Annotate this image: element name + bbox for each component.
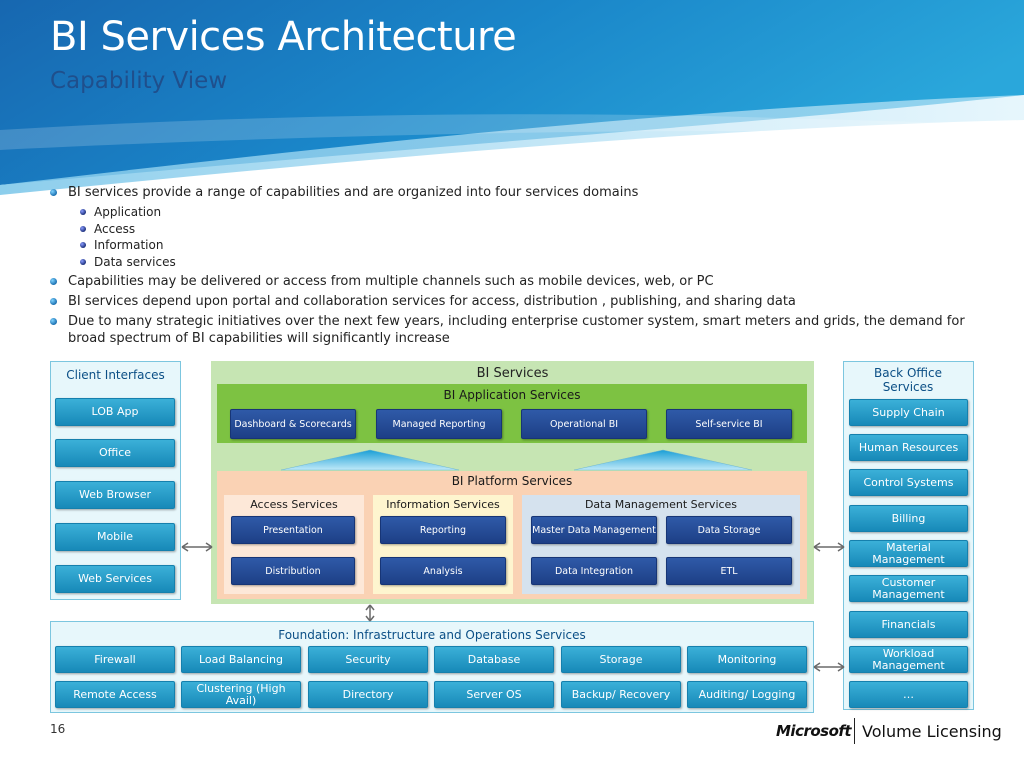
back-office-services-title: Back Office Services xyxy=(874,366,942,394)
sub-bullet-item: Access xyxy=(50,221,980,238)
access-distribution: Distribution xyxy=(231,557,355,585)
client-mobile: Mobile xyxy=(55,523,175,551)
client-interfaces-title: Client Interfaces xyxy=(66,368,165,382)
app-self-service-bi: Self-service BI xyxy=(666,409,792,439)
fnd-server-os: Server OS xyxy=(434,681,554,708)
fnd-backup-recovery: Backup/ Recovery xyxy=(561,681,681,708)
microsoft-logo: Microsoft xyxy=(776,722,852,740)
double-arrow-icon xyxy=(813,542,845,552)
page-number: 16 xyxy=(50,722,66,736)
fnd-storage: Storage xyxy=(561,646,681,673)
bo-more: … xyxy=(849,681,968,708)
bo-human-resources: Human Resources xyxy=(849,434,968,461)
page-subtitle: Capability View xyxy=(50,68,228,94)
dm-data-integration: Data Integration xyxy=(531,557,657,585)
fnd-firewall: Firewall xyxy=(55,646,175,673)
dm-master-data-management: Master Data Management xyxy=(531,516,657,544)
volume-licensing-label: Volume Licensing xyxy=(862,722,1002,741)
client-web-browser: Web Browser xyxy=(55,481,175,509)
bi-application-services-title: BI Application Services xyxy=(443,388,581,402)
sub-bullet-item: Information xyxy=(50,237,980,254)
foundation-panel xyxy=(50,621,814,713)
data-management-services-title: Data Management Services xyxy=(584,498,738,511)
fnd-auditing-logging: Auditing/ Logging xyxy=(687,681,807,708)
information-services-title: Information Services xyxy=(386,498,500,511)
triangle-connector-icon xyxy=(280,449,460,471)
bullet-item: Capabilities may be delivered or access … xyxy=(50,273,980,290)
fnd-load-balancing: Load Balancing xyxy=(181,646,301,673)
info-reporting: Reporting xyxy=(380,516,506,544)
fnd-database: Database xyxy=(434,646,554,673)
client-lob-app: LOB App xyxy=(55,398,175,426)
triangle-connector-icon xyxy=(573,449,753,471)
logo-divider xyxy=(854,718,855,744)
bo-workload-management: Workload Management xyxy=(849,646,968,673)
sub-bullet-item: Data services xyxy=(50,254,980,271)
bullet-item: Due to many strategic initiatives over t… xyxy=(50,313,980,347)
double-arrow-icon xyxy=(181,542,213,552)
header-banner xyxy=(0,0,1024,195)
double-arrow-icon xyxy=(813,662,845,672)
vertical-double-arrow-icon xyxy=(365,604,375,622)
bo-customer-management: Customer Management xyxy=(849,575,968,602)
sub-bullet-item: Application xyxy=(50,204,980,221)
access-presentation: Presentation xyxy=(231,516,355,544)
bullet-item: BI services provide a range of capabilit… xyxy=(50,184,980,201)
fnd-security: Security xyxy=(308,646,428,673)
page-title: BI Services Architecture xyxy=(50,14,517,60)
bo-material-management: Material Management xyxy=(849,540,968,567)
bi-platform-services-title: BI Platform Services xyxy=(451,474,573,488)
foundation-title: Foundation: Infrastructure and Operation… xyxy=(278,628,586,642)
client-office: Office xyxy=(55,439,175,467)
bo-billing: Billing xyxy=(849,505,968,532)
bullet-item: BI services depend upon portal and colla… xyxy=(50,293,980,310)
fnd-remote-access: Remote Access xyxy=(55,681,175,708)
bo-financials: Financials xyxy=(849,611,968,638)
info-analysis: Analysis xyxy=(380,557,506,585)
bo-control-systems: Control Systems xyxy=(849,469,968,496)
fnd-clustering: Clustering (High Avail) xyxy=(181,681,301,708)
client-web-services: Web Services xyxy=(55,565,175,593)
dm-data-storage: Data Storage xyxy=(666,516,792,544)
app-operational-bi: Operational BI xyxy=(521,409,647,439)
fnd-monitoring: Monitoring xyxy=(687,646,807,673)
dm-etl: ETL xyxy=(666,557,792,585)
bi-services-title: BI Services xyxy=(476,366,549,381)
bullet-list: BI services provide a range of capabilit… xyxy=(50,184,980,350)
bo-supply-chain: Supply Chain xyxy=(849,399,968,426)
app-dashboard-scorecards: Dashboard & Scorecards xyxy=(230,409,356,439)
fnd-directory: Directory xyxy=(308,681,428,708)
access-services-title: Access Services xyxy=(250,498,338,511)
app-managed-reporting: Managed Reporting xyxy=(376,409,502,439)
